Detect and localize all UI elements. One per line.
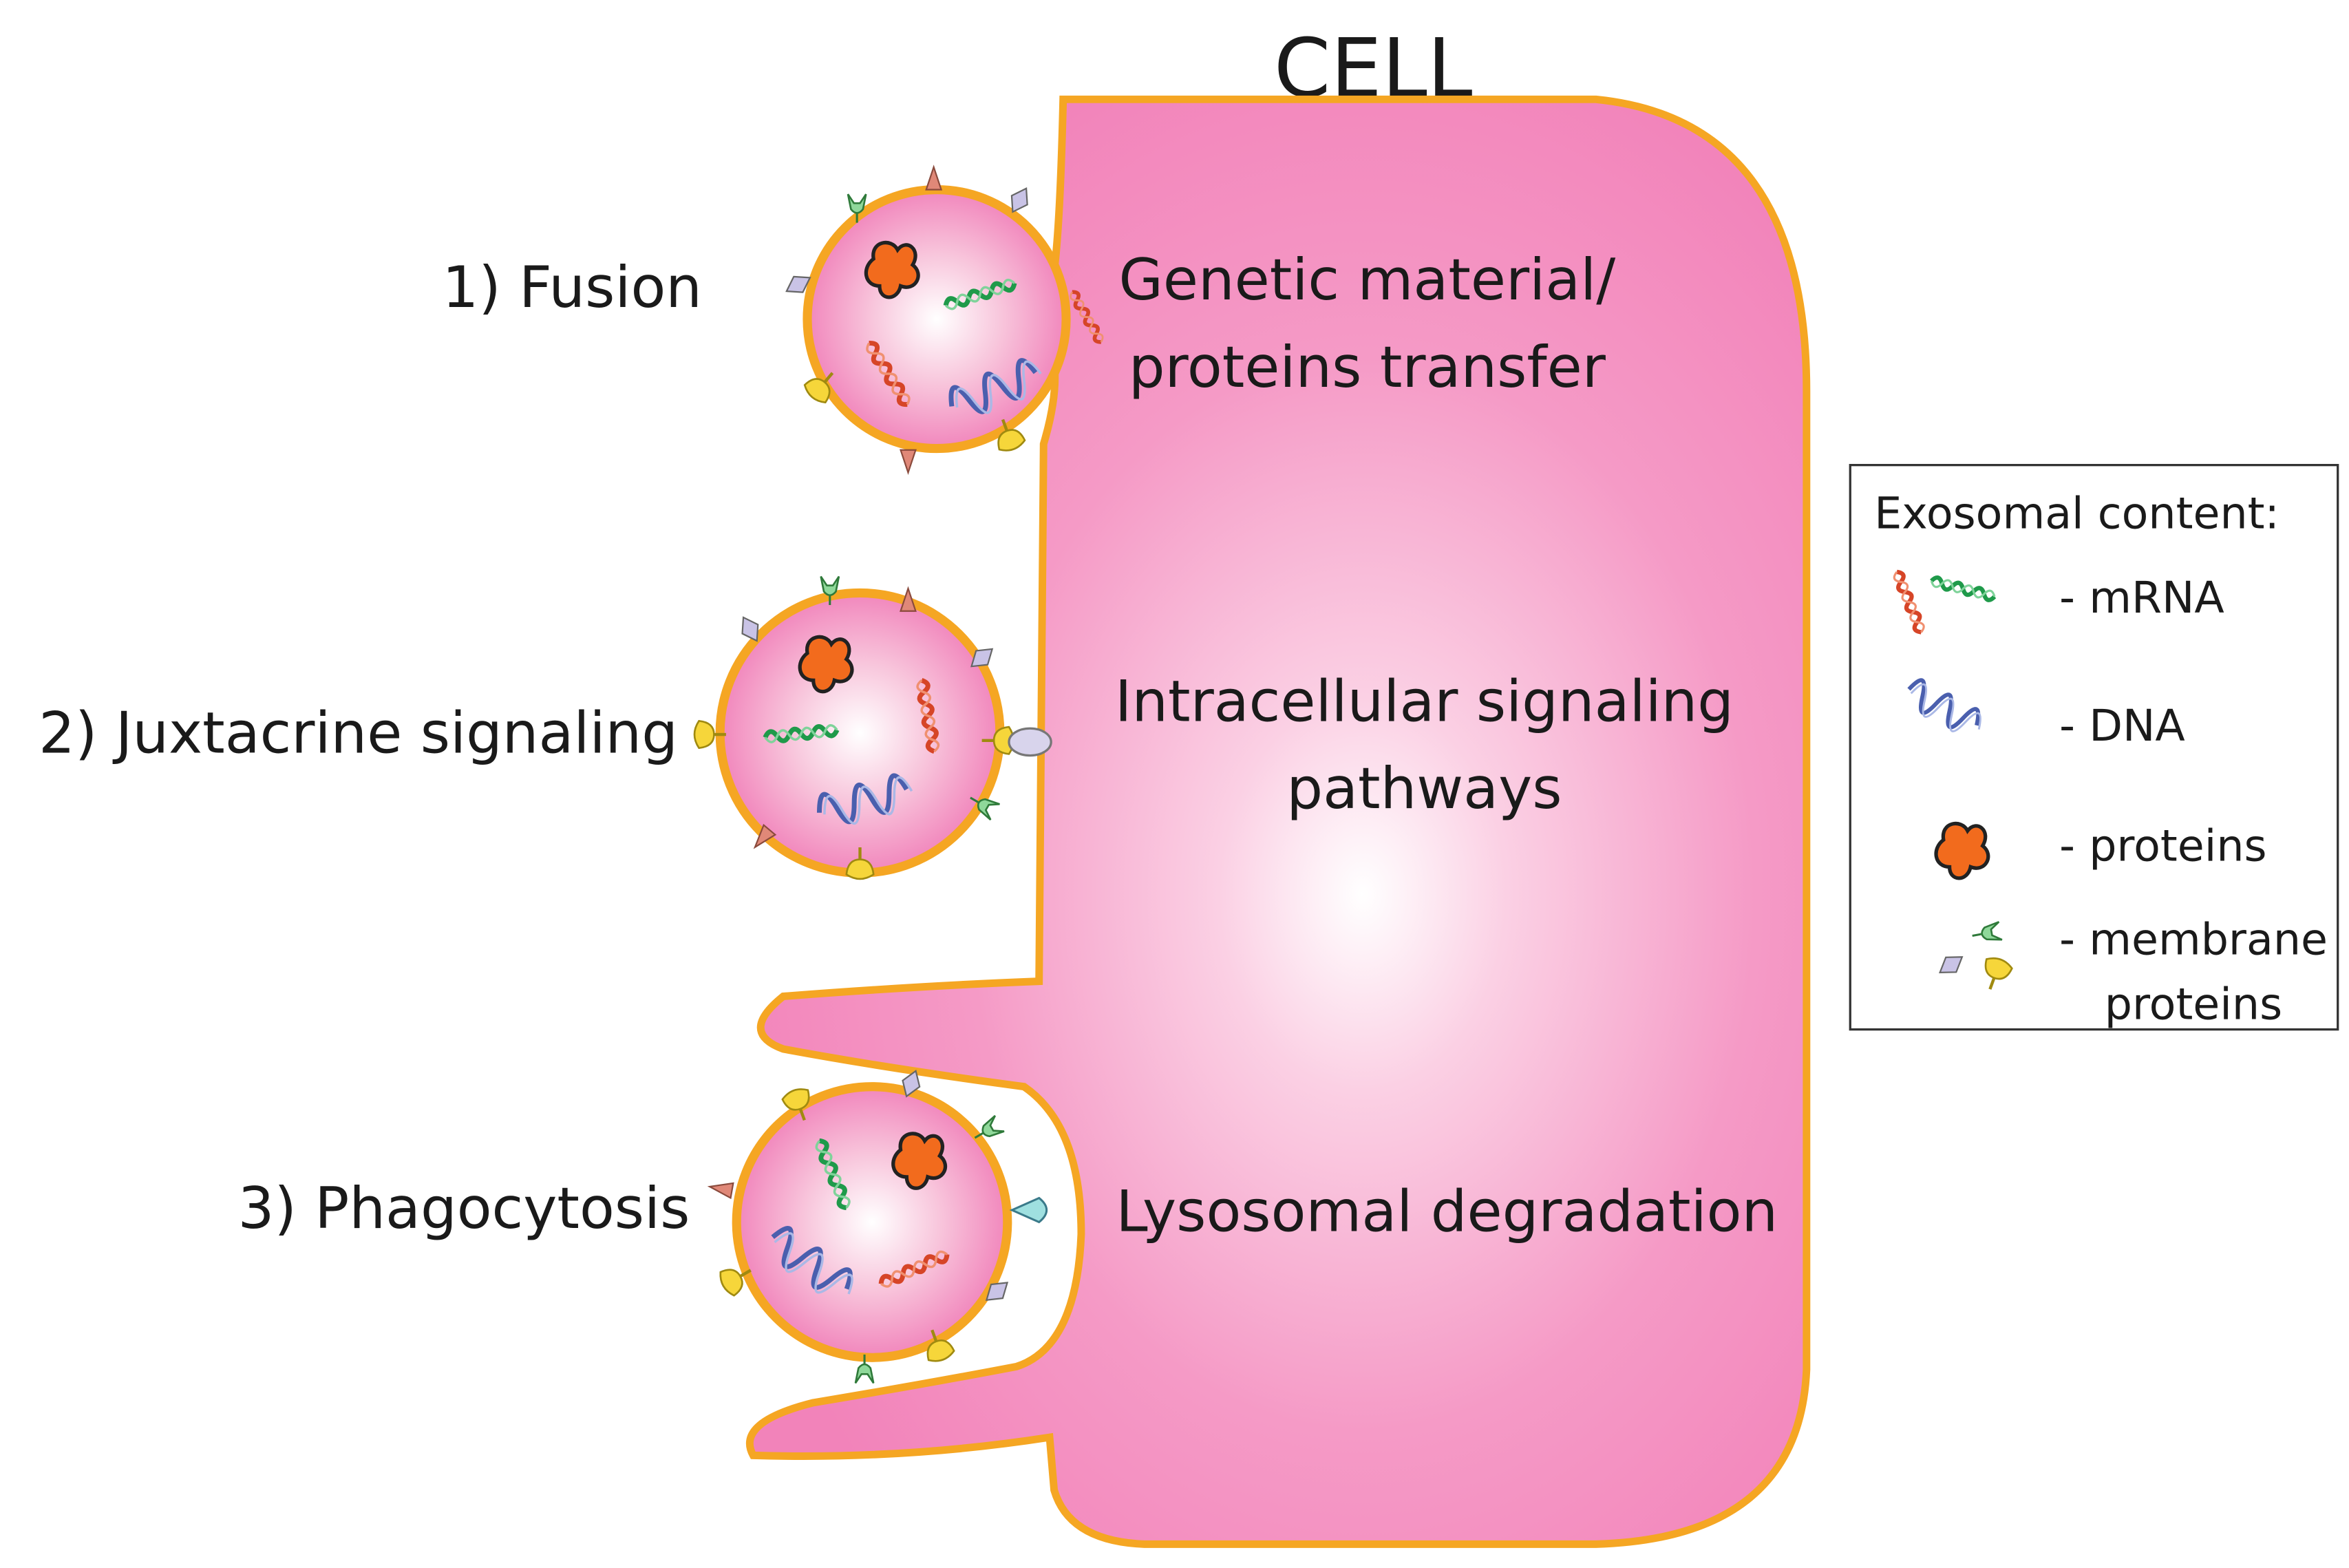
outcome-phagocytosis-line1: Lysosomal degradation bbox=[1116, 1178, 1778, 1245]
membrane-protein-icon bbox=[900, 449, 917, 474]
legend-label-mrna: - mRNA bbox=[2059, 572, 2224, 623]
legend-label-membrane: - membrane bbox=[2059, 913, 2328, 964]
legend-label-membrane-2: proteins bbox=[2105, 978, 2282, 1029]
mechanism-label-juxtacrine: 2) Juxtacrine signaling bbox=[39, 699, 678, 766]
receptor-icon bbox=[1009, 1196, 1048, 1224]
legend-box bbox=[1849, 464, 2339, 1031]
legend-label-proteins: - proteins bbox=[2059, 820, 2266, 871]
mechanism-label-fusion: 1) Fusion bbox=[443, 254, 702, 321]
mechanism-label-phagocytosis: 3) Phagocytosis bbox=[238, 1175, 690, 1242]
outcome-juxtacrine-line1: Intracellular signaling bbox=[1115, 668, 1734, 734]
vesicle-phagocytosis bbox=[708, 1067, 1048, 1384]
membrane-protein-icon bbox=[708, 1178, 734, 1199]
legend: Exosomal content: - mRNA - DNA - protein… bbox=[1849, 464, 2339, 1031]
outcome-fusion-line1: Genetic material/ bbox=[1119, 246, 1616, 313]
legend-label-dna: - DNA bbox=[2059, 700, 2185, 751]
membrane-protein-icon bbox=[925, 166, 942, 191]
outcome-fusion-line2: proteins transfer bbox=[1129, 334, 1606, 401]
vesicle-fusion bbox=[781, 166, 1105, 474]
receptor-icon bbox=[1008, 727, 1052, 757]
vesicle-juxtacrine bbox=[694, 575, 1052, 878]
outcome-juxtacrine-line2: pathways bbox=[1286, 755, 1562, 822]
cell-body bbox=[746, 95, 1811, 1548]
legend-title: Exosomal content: bbox=[1874, 487, 2279, 538]
